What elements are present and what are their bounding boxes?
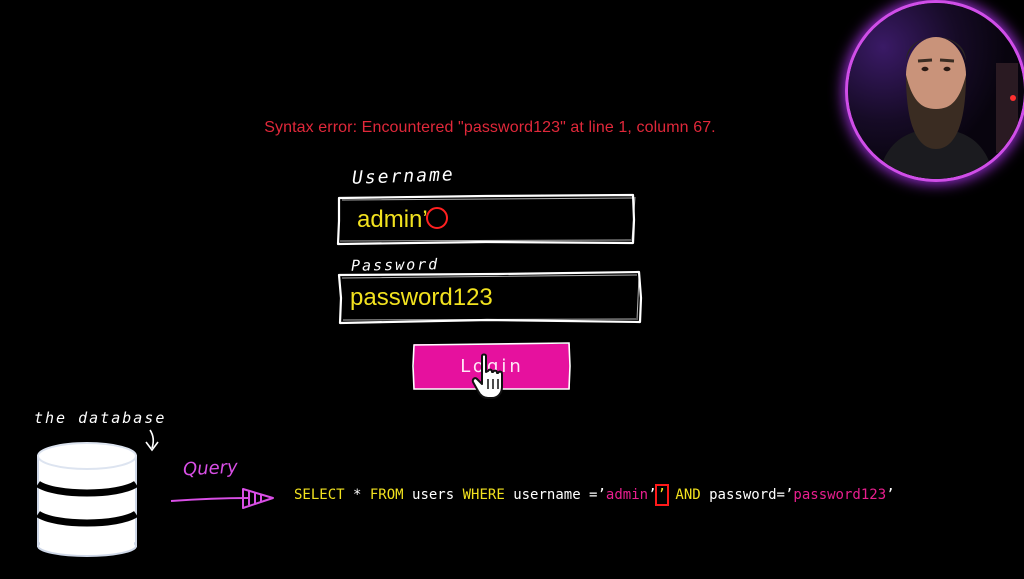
- query-arrow-icon: [170, 488, 274, 509]
- webcam-overlay: [848, 3, 1024, 179]
- sql-keyword-and: AND: [675, 487, 701, 503]
- username-value: admin’: [357, 205, 428, 233]
- query-label: Query: [182, 456, 239, 481]
- sql-password-clause: password=’: [700, 487, 794, 503]
- sql-keyword-from: FROM: [369, 487, 404, 503]
- sql-star: *: [344, 487, 370, 503]
- sql-end-quote: ’: [886, 487, 895, 503]
- presenter-video: [848, 3, 1024, 179]
- sql-table: users: [403, 487, 463, 503]
- username-label: Username: [351, 164, 456, 189]
- syntax-error-message: Syntax error: Encountered "password123" …: [264, 119, 716, 136]
- sql-injected-quote: ’: [654, 484, 670, 506]
- username-field[interactable]: admin’: [336, 193, 636, 246]
- sql-query: SELECT * FROM users WHERE username =’adm…: [294, 484, 895, 506]
- password-field[interactable]: password123: [337, 270, 643, 325]
- password-value: password123: [350, 283, 493, 311]
- sql-password-value: password123: [793, 487, 887, 503]
- database-label: the database: [34, 409, 167, 427]
- sql-username-value: admin: [605, 487, 649, 503]
- hand-pointer-icon: [471, 353, 503, 399]
- sql-quote-close: ’: [648, 487, 657, 503]
- sql-username-clause: username =’: [504, 487, 606, 503]
- login-button-border: [412, 342, 571, 390]
- sql-keyword-select: SELECT: [294, 487, 345, 503]
- database-icon: [36, 442, 138, 557]
- login-button-label: Login: [460, 356, 524, 377]
- database-arrow-icon: [145, 429, 159, 452]
- sql-keyword-where: WHERE: [462, 487, 505, 503]
